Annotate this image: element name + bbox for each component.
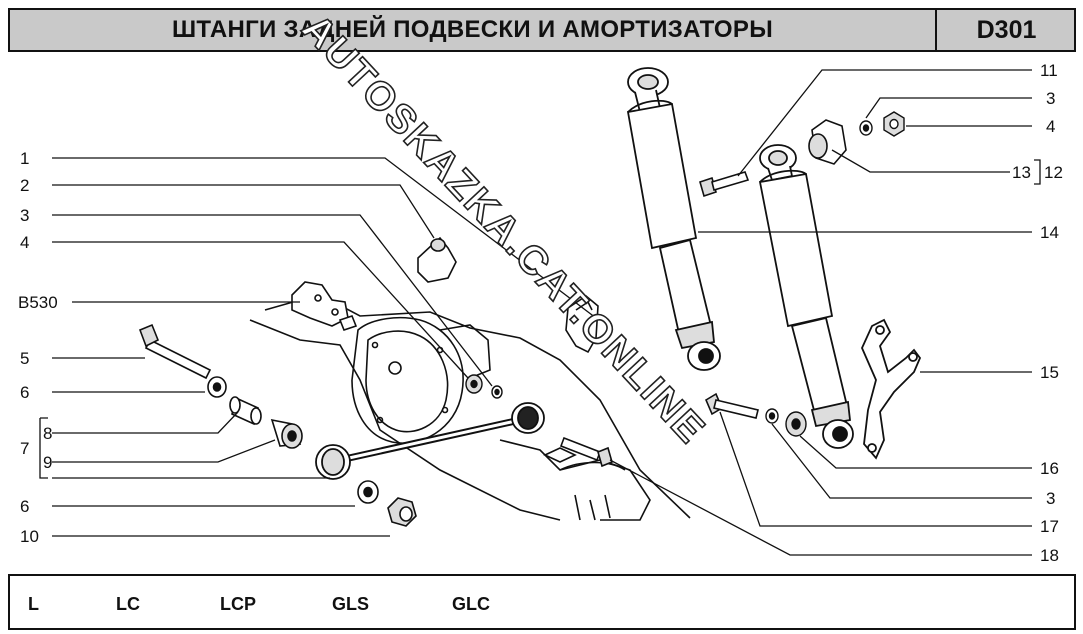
version-l: L (28, 594, 39, 614)
bushing-9 (270, 418, 303, 449)
bushing-13 (808, 119, 847, 165)
callout-12: 12 (1044, 163, 1063, 182)
callout-b530: B530 (18, 293, 58, 312)
version-lcp: LCP (220, 594, 256, 614)
callout-3-bottom: 3 (1046, 489, 1055, 508)
version-bar: L LC LCP GLS GLC (8, 574, 1076, 630)
washer-3-bottom (765, 408, 779, 424)
callout-9: 9 (43, 453, 52, 472)
callout-17: 17 (1040, 517, 1059, 536)
washer-3-top (859, 120, 873, 136)
nut-10 (387, 497, 417, 527)
version-gls: GLS (332, 594, 370, 614)
leader-lines (39, 69, 1041, 556)
callout-4: 4 (20, 233, 29, 252)
washer-3-left (491, 385, 503, 399)
callout-10: 10 (20, 527, 39, 546)
bolt-18 (559, 436, 613, 468)
spacer-8 (229, 396, 262, 426)
callout-8: 8 (43, 424, 52, 443)
callout-7: 7 (20, 439, 29, 458)
bracket-b530 (291, 281, 358, 331)
nut-4-left (465, 374, 483, 394)
callout-5: 5 (20, 349, 29, 368)
callout-labels-left: 1 2 3 4 B530 5 6 8 7 9 6 10 (18, 149, 58, 546)
callout-13: 13 (1012, 163, 1031, 182)
version-glc: GLC (452, 594, 490, 614)
shock-absorber-12 (758, 144, 854, 449)
page-title: ШТАНГИ ЗАДНЕЙ ПОДВЕСКИ И АМОРТИЗАТОРЫ (171, 16, 774, 43)
callout-3: 3 (20, 206, 29, 225)
panhard-rod (315, 402, 545, 480)
bushing-16 (785, 411, 807, 437)
callout-1: 1 (20, 149, 29, 168)
nut-4-top (883, 111, 905, 137)
bolt-5 (138, 323, 212, 380)
callout-15: 15 (1040, 363, 1059, 382)
washer-6-upper (207, 376, 227, 398)
callout-11: 11 (1040, 61, 1058, 80)
callout-2: 2 (20, 176, 29, 195)
bump-stop-2 (417, 236, 457, 283)
clip-part (565, 295, 599, 354)
washer-6-lower (357, 480, 379, 504)
bracket-15 (861, 318, 922, 460)
callout-14: 14 (1040, 223, 1059, 242)
title-bar: ШТАНГИ ЗАДНЕЙ ПОДВЕСКИ И АМОРТИЗАТОРЫ D3… (8, 8, 1076, 52)
bolt-17 (704, 392, 759, 419)
callout-3-top: 3 (1046, 89, 1055, 108)
callout-18: 18 (1040, 546, 1059, 565)
callout-labels-right: 11 3 4 13 12 14 15 16 3 17 18 (1012, 61, 1063, 565)
callout-4-top: 4 (1046, 117, 1055, 136)
callout-6-upper: 6 (20, 383, 29, 402)
version-lc: LC (116, 594, 140, 614)
callout-16: 16 (1040, 459, 1059, 478)
section-code: D301 (935, 10, 1076, 50)
callout-6-lower: 6 (20, 497, 29, 516)
shock-absorber-14 (626, 67, 721, 371)
rear-axle-housing (249, 299, 691, 521)
bolt-11 (699, 171, 750, 198)
